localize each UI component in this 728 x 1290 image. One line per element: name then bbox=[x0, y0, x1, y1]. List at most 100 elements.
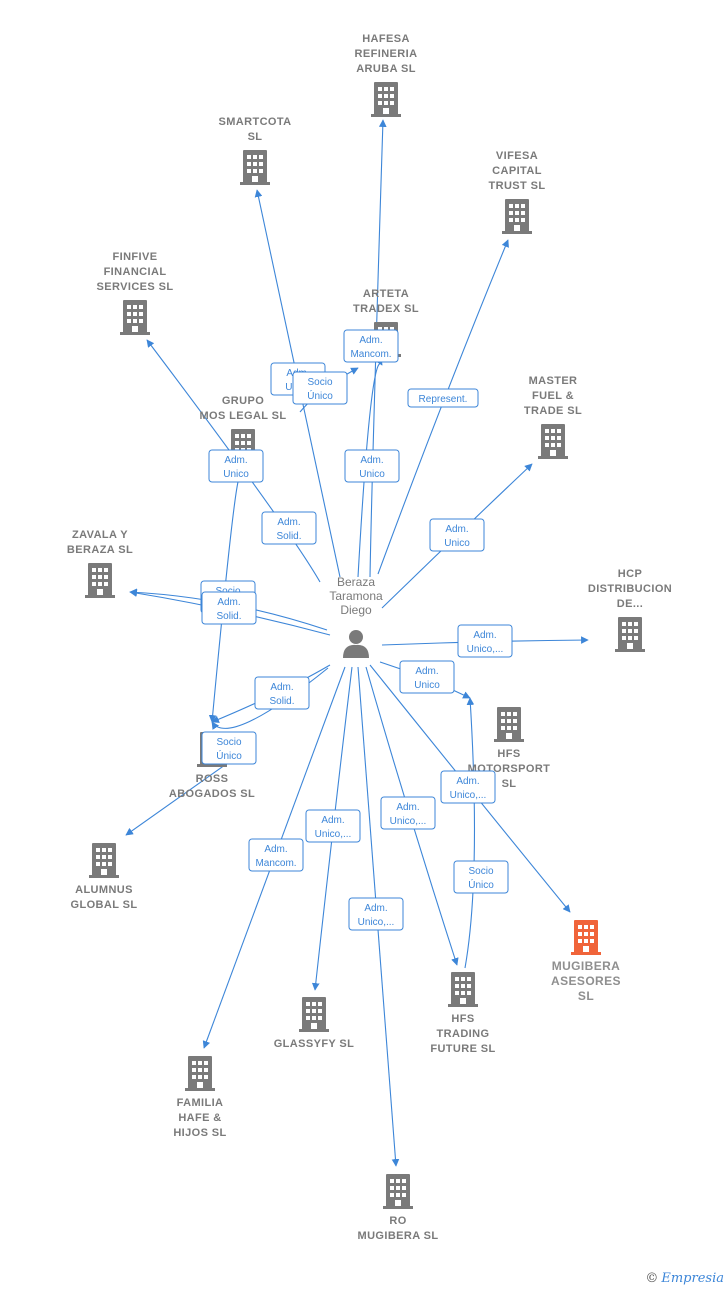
company-name-line: SL bbox=[578, 989, 594, 1003]
relation-badge-text: Adm. bbox=[264, 844, 287, 855]
company-name-line: DISTRIBUCION bbox=[588, 583, 672, 595]
company-name-line: HFS bbox=[451, 1013, 474, 1025]
relation-badge-box bbox=[429, 518, 485, 552]
company-name-line: FINANCIAL bbox=[104, 266, 167, 278]
company-name-line: TRUST SL bbox=[489, 180, 546, 192]
building-icon bbox=[494, 707, 524, 742]
company-name-line: HIJOS SL bbox=[173, 1127, 226, 1139]
relation-badge[interactable]: Adm.Unico bbox=[208, 449, 264, 483]
company-name-line: ZAVALA Y bbox=[72, 529, 128, 541]
relation-badge-text: Adm. bbox=[217, 597, 240, 608]
relation-badge-text: Adm. bbox=[360, 455, 383, 466]
relation-edge-hafesa bbox=[369, 119, 387, 578]
company-node-familia[interactable]: FAMILIA HAFE & HIJOS SL bbox=[173, 1056, 226, 1139]
relation-badge-text: Mancom. bbox=[255, 858, 296, 869]
company-node-hfstrading[interactable]: HFS TRADING FUTURE SL bbox=[430, 972, 495, 1055]
company-name-line: MUGIBERA SL bbox=[358, 1230, 439, 1242]
relation-badge-text: Adm. bbox=[445, 524, 468, 535]
relation-badge[interactable]: Adm.Unico,... bbox=[305, 809, 361, 843]
brand-footer: ©Empresia bbox=[645, 1271, 724, 1286]
relation-badge[interactable]: Adm. Mancom. bbox=[248, 838, 304, 872]
building-icon bbox=[571, 920, 601, 955]
company-name-line: TRADING bbox=[437, 1028, 490, 1040]
relation-badge-box bbox=[399, 660, 455, 694]
company-name-line: HAFE & bbox=[178, 1112, 221, 1124]
company-name-line: GLASSYFY SL bbox=[274, 1038, 355, 1050]
company-name-line: FINFIVE bbox=[113, 251, 158, 263]
company-name-line: TRADEX SL bbox=[353, 303, 419, 315]
company-name-line: ASESORES bbox=[551, 974, 621, 988]
building-icon bbox=[502, 199, 532, 234]
company-node-glassyfy[interactable]: GLASSYFY SL bbox=[274, 997, 355, 1050]
relation-badge-box bbox=[261, 511, 317, 545]
building-icon bbox=[240, 150, 270, 185]
relation-badge-text: Único bbox=[307, 389, 333, 402]
relation-badge-box bbox=[201, 731, 257, 765]
company-name-line: DE... bbox=[617, 598, 643, 610]
building-icon bbox=[85, 563, 115, 598]
company-name-line: GRUPO bbox=[222, 395, 264, 407]
company-name-line: ABOGADOS SL bbox=[169, 788, 255, 800]
relation-badge[interactable]: Adm.Unico bbox=[399, 660, 455, 694]
relation-badge[interactable]: Adm. Unico,... bbox=[440, 770, 496, 804]
relation-badge-text: Solid. bbox=[276, 531, 301, 542]
relation-badge[interactable]: Adm. Unico bbox=[429, 518, 485, 552]
company-name-line: TRADE SL bbox=[524, 405, 582, 417]
person-icon bbox=[349, 630, 363, 644]
relation-badge-text: Unico bbox=[223, 469, 249, 480]
relation-badge[interactable]: Adm.Solid. bbox=[201, 591, 257, 625]
relation-badge[interactable]: Adm. Unico bbox=[344, 449, 400, 483]
relation-badge-text: Unico bbox=[359, 469, 385, 480]
relation-badge[interactable]: Adm.Unico,... bbox=[380, 796, 436, 830]
relation-badge[interactable]: Adm.Solid. bbox=[254, 676, 310, 710]
company-node-hcp[interactable]: HCP DISTRIBUCION DE... bbox=[588, 568, 672, 652]
company-name-line: MUGIBERA bbox=[552, 959, 621, 973]
relation-badge-text: Unico bbox=[444, 538, 470, 549]
relation-badge-text: Unico,... bbox=[467, 644, 504, 655]
building-icon bbox=[299, 997, 329, 1032]
relation-badge-text: Adm. bbox=[321, 815, 344, 826]
relation-badge[interactable]: Represent. bbox=[407, 388, 479, 408]
company-node-grupo[interactable]: GRUPO MOS LEGAL SL bbox=[199, 395, 286, 464]
relation-badge-box bbox=[208, 449, 264, 483]
relation-badge-text: Adm. bbox=[473, 630, 496, 641]
relation-badge-box bbox=[407, 388, 479, 408]
person-icon-body bbox=[343, 644, 369, 658]
relation-badge[interactable]: Adm. Unico,... bbox=[457, 624, 513, 658]
relation-badge-text: Unico,... bbox=[450, 790, 487, 801]
relation-edge-arteta bbox=[357, 357, 383, 578]
relation-edge-finfive bbox=[146, 339, 321, 583]
relation-badge-text: Mancom. bbox=[350, 349, 391, 360]
company-name-line: REFINERIA bbox=[355, 48, 418, 60]
relation-badge[interactable]: Adm.Unico,... bbox=[348, 897, 404, 931]
company-name-line: HCP bbox=[618, 568, 642, 580]
relation-badge[interactable]: Adm.Solid. bbox=[261, 511, 317, 545]
relation-badge-text: Socio bbox=[468, 866, 493, 877]
building-icon bbox=[120, 300, 150, 335]
relation-badge-box bbox=[348, 897, 404, 931]
relation-badge[interactable]: Adm.Mancom. bbox=[343, 329, 399, 363]
relation-badge-box bbox=[457, 624, 513, 658]
company-name-line: FAMILIA bbox=[177, 1097, 224, 1109]
relation-badge-text: Adm. bbox=[456, 776, 479, 787]
company-name-line: FUTURE SL bbox=[430, 1043, 495, 1055]
company-name-line: MASTER bbox=[529, 375, 578, 387]
brand-name: Empresia bbox=[661, 1271, 724, 1286]
company-name-line: MOS LEGAL SL bbox=[199, 410, 286, 422]
